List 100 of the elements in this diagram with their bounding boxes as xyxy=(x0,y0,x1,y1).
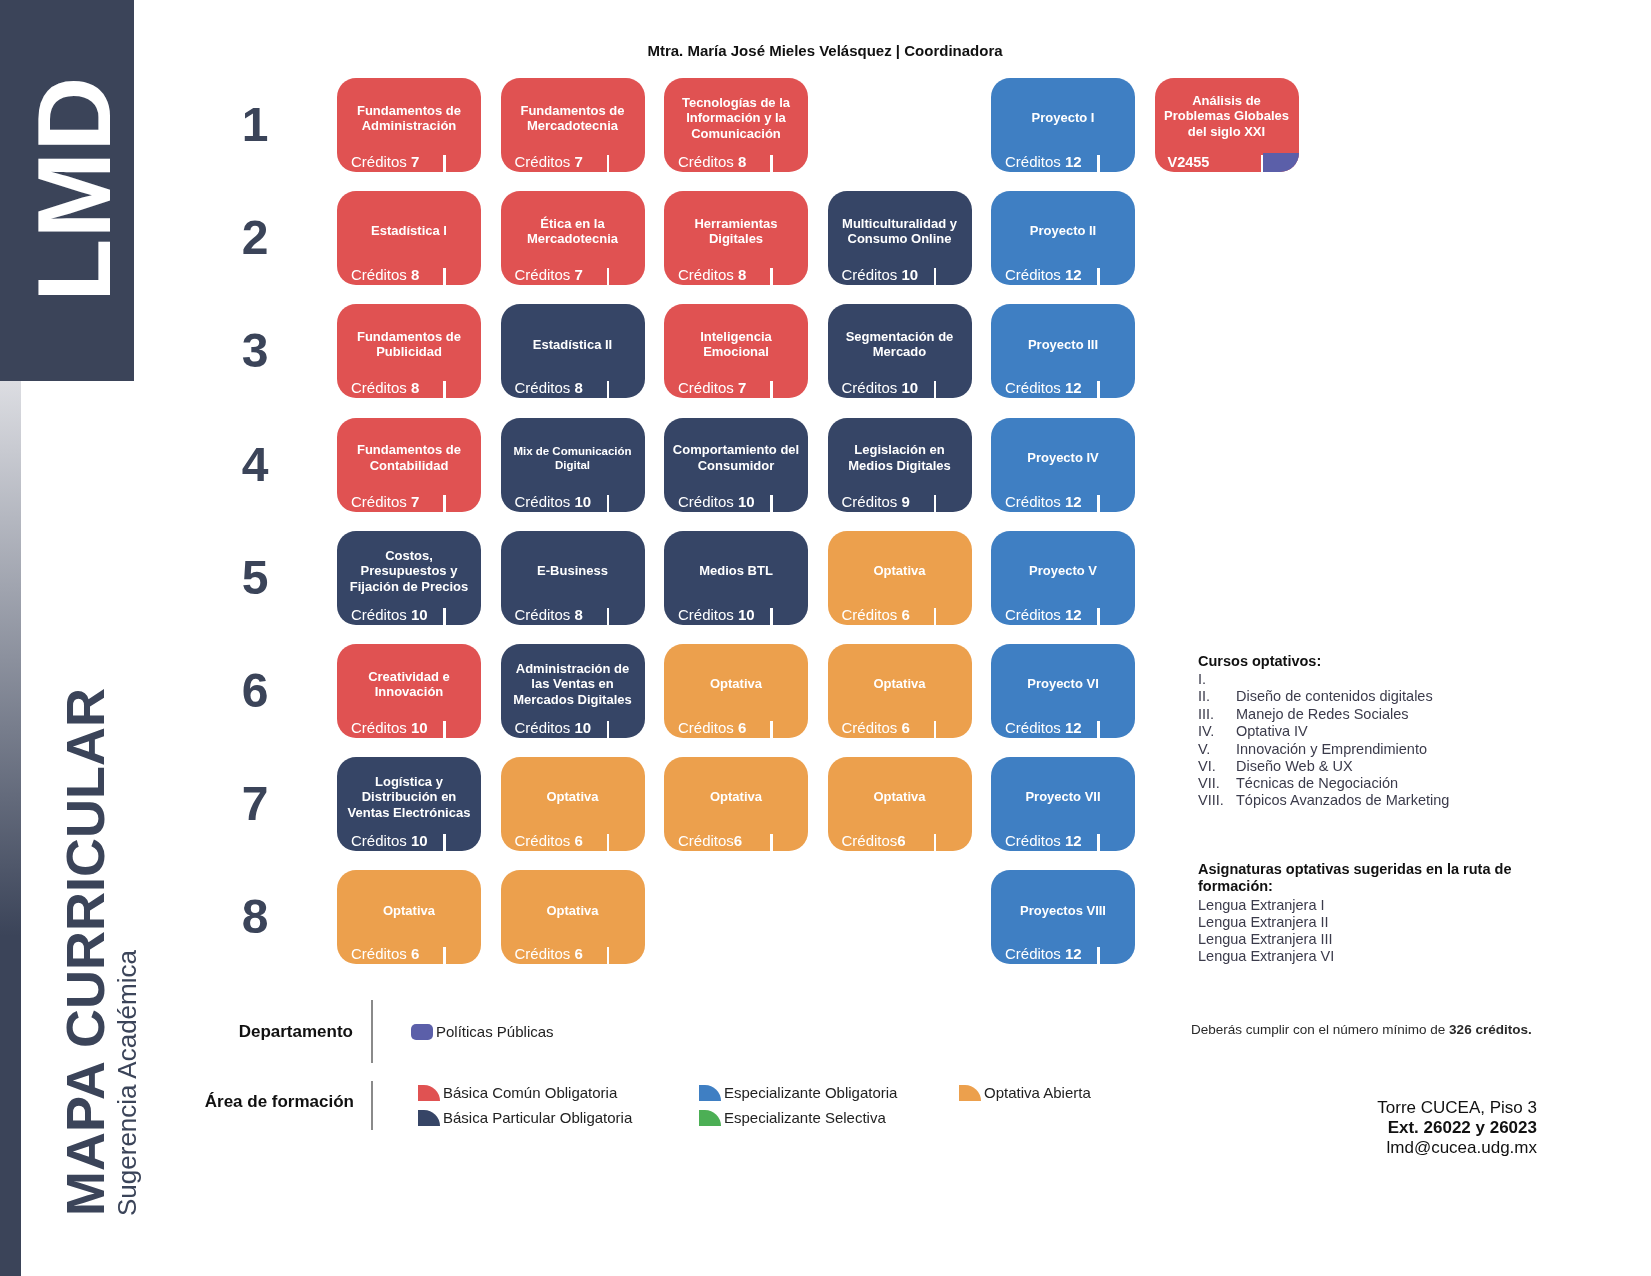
course-card xyxy=(500,644,645,738)
credits-label: Créditos 7 xyxy=(514,267,583,284)
list-numeral: I. xyxy=(1198,670,1207,688)
course-card xyxy=(991,757,1135,852)
course-name: Análisis de Problemas Globales del siglo XXI xyxy=(1163,92,1290,140)
course-name: Ética en la Mercadotecnia xyxy=(525,215,619,247)
legend-label: Políticas Públicas xyxy=(436,1023,554,1041)
sidebar-acronym: LMD xyxy=(16,76,132,302)
legend-label: Básica Común Obligatoria xyxy=(443,1084,618,1102)
legend-heading: Área de formación xyxy=(204,1092,354,1112)
list-item: Optativa IV xyxy=(1236,722,1308,740)
course-name: Logística y Distribución en Ventas Electrónicas xyxy=(346,773,472,821)
course-card xyxy=(827,304,972,399)
credits-label: Créditos 12 xyxy=(1005,267,1082,284)
credits-label: Créditos 10 xyxy=(678,493,755,510)
credits-label: Créditos 6 xyxy=(678,720,747,736)
credits-label: Créditos 6 xyxy=(351,946,420,963)
course-name: Proyecto VII xyxy=(1025,789,1101,805)
list-item: Diseño de contenidos digitales xyxy=(1236,687,1433,705)
course-card xyxy=(337,304,481,399)
course-card xyxy=(991,870,1135,965)
course-card xyxy=(664,757,808,852)
course-card xyxy=(664,644,808,738)
credits-label: Créditos 12 xyxy=(1005,606,1082,623)
credits-label: Créditos 6 xyxy=(841,606,910,623)
course-card xyxy=(827,530,972,625)
course-card xyxy=(500,191,645,286)
course-card xyxy=(337,78,481,172)
phone-extension: Ext. 26022 y 26023 xyxy=(1387,1118,1537,1138)
vertical-subtitle: Sugerencia Académica xyxy=(112,950,142,1216)
course-name: Fundamentos de Administración xyxy=(356,102,462,134)
list-item: Lengua Extranjera I xyxy=(1198,896,1325,914)
course-name: Fundamentos de Mercadotecnia xyxy=(519,102,626,134)
credits-label: Créditos 10 xyxy=(678,606,755,623)
list-item: Técnicas de Negociación xyxy=(1236,774,1398,792)
course-card xyxy=(991,530,1135,625)
list-item: Innovación y Emprendimiento xyxy=(1236,740,1428,758)
course-name: Estadística II xyxy=(532,336,613,353)
list-numeral: V. xyxy=(1198,740,1211,758)
course-name: Optativa xyxy=(710,676,762,692)
course-name: Creatividad e Innovación xyxy=(367,668,451,700)
credits-label: Créditos 10 xyxy=(351,833,428,850)
course-card xyxy=(991,417,1135,512)
course-card xyxy=(664,530,808,625)
course-name: Optativa xyxy=(383,902,435,919)
address-text: Torre CUCEA, Piso 3 xyxy=(1377,1098,1537,1118)
course-card xyxy=(827,191,972,286)
credits-label: Créditos 10 xyxy=(514,720,592,736)
course-card xyxy=(337,530,481,625)
credits-label: Créditos 8 xyxy=(678,267,747,284)
course-name: Segmentación de Mercado xyxy=(844,328,955,360)
list-numeral: II. xyxy=(1198,687,1211,705)
credits-label: Créditos 6 xyxy=(841,720,910,736)
credits-label: Créditos 7 xyxy=(678,380,747,397)
list-numeral: III. xyxy=(1198,705,1215,723)
course-card xyxy=(664,304,808,399)
credits-label: Créditos 8 xyxy=(351,380,420,397)
legend-heading: Departamento xyxy=(238,1022,353,1042)
credits-label: Créditos 12 xyxy=(1005,833,1082,850)
course-name: Proyecto IV xyxy=(1027,449,1099,466)
semester-number: 7 xyxy=(241,776,269,833)
credits-label: Créditos 10 xyxy=(514,493,592,510)
list-heading: Cursos optativos: xyxy=(1198,652,1322,670)
course-name: Optativa xyxy=(710,789,762,805)
course-name: Costos, Presupuestos y Fijación de Precios xyxy=(348,547,470,595)
credits-label: Créditos 8 xyxy=(514,380,583,397)
course-name: Multiculturalidad y Consumo Online xyxy=(841,215,958,247)
semester-number: 4 xyxy=(241,436,269,493)
course-name: Optativa xyxy=(873,789,926,805)
semester-number: 5 xyxy=(241,549,269,606)
course-name: Proyecto I xyxy=(1031,110,1095,126)
legend-label: Optativa Abierta xyxy=(984,1084,1091,1102)
course-name: Fundamentos de Publicidad xyxy=(356,328,462,360)
course-name: Optativa xyxy=(873,676,926,692)
course-card xyxy=(500,78,645,172)
course-card xyxy=(991,304,1135,399)
course-name: Medios BTL xyxy=(699,563,773,579)
list-item: Lengua Extranjera II xyxy=(1198,913,1329,931)
course-card xyxy=(337,870,481,965)
coordinator-name: Mtra. María José Mieles Velásquez | Coordinadora xyxy=(647,42,1003,60)
course-card xyxy=(500,530,645,625)
semester-number: 6 xyxy=(241,663,269,719)
list-item: Tópicos Avanzados de Marketing xyxy=(1236,791,1450,809)
course-code: V2455 xyxy=(1167,154,1210,170)
credits-label: Créditos 8 xyxy=(351,267,420,284)
course-card xyxy=(500,417,645,512)
course-card xyxy=(664,417,808,512)
credits-label: Créditos 7 xyxy=(351,493,420,510)
credits-label: Créditos 9 xyxy=(841,493,910,510)
course-card xyxy=(337,417,481,512)
list-numeral: IV. xyxy=(1198,722,1215,740)
course-name: Optativa xyxy=(546,902,599,919)
course-name: Administración de las Ventas en Mercados Digitales xyxy=(512,660,633,708)
credits-label: Créditos 10 xyxy=(351,606,428,623)
list-item: Manejo de Redes Sociales xyxy=(1236,705,1409,723)
course-card xyxy=(500,870,645,965)
course-card xyxy=(991,191,1135,286)
list-numeral: VIII. xyxy=(1198,791,1224,809)
course-name: Tecnologías de la Información y la Comunicación xyxy=(680,94,792,142)
course-card xyxy=(991,78,1135,172)
